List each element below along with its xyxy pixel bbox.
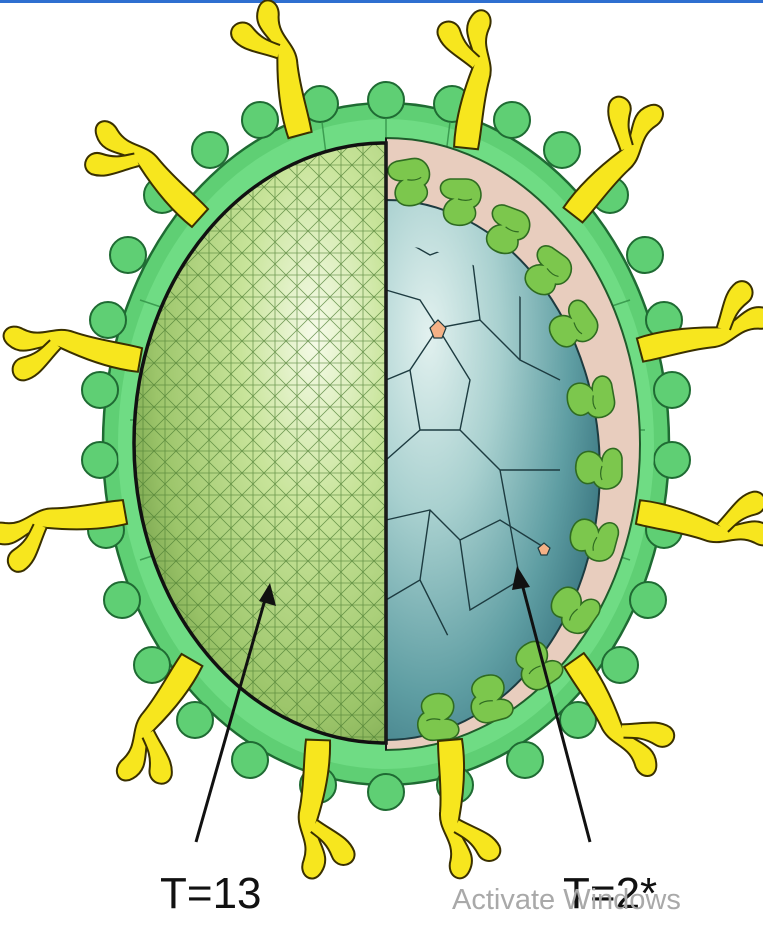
label-t13: T=13 [160, 872, 262, 916]
activate-windows-watermark: Activate Windows [452, 884, 681, 917]
